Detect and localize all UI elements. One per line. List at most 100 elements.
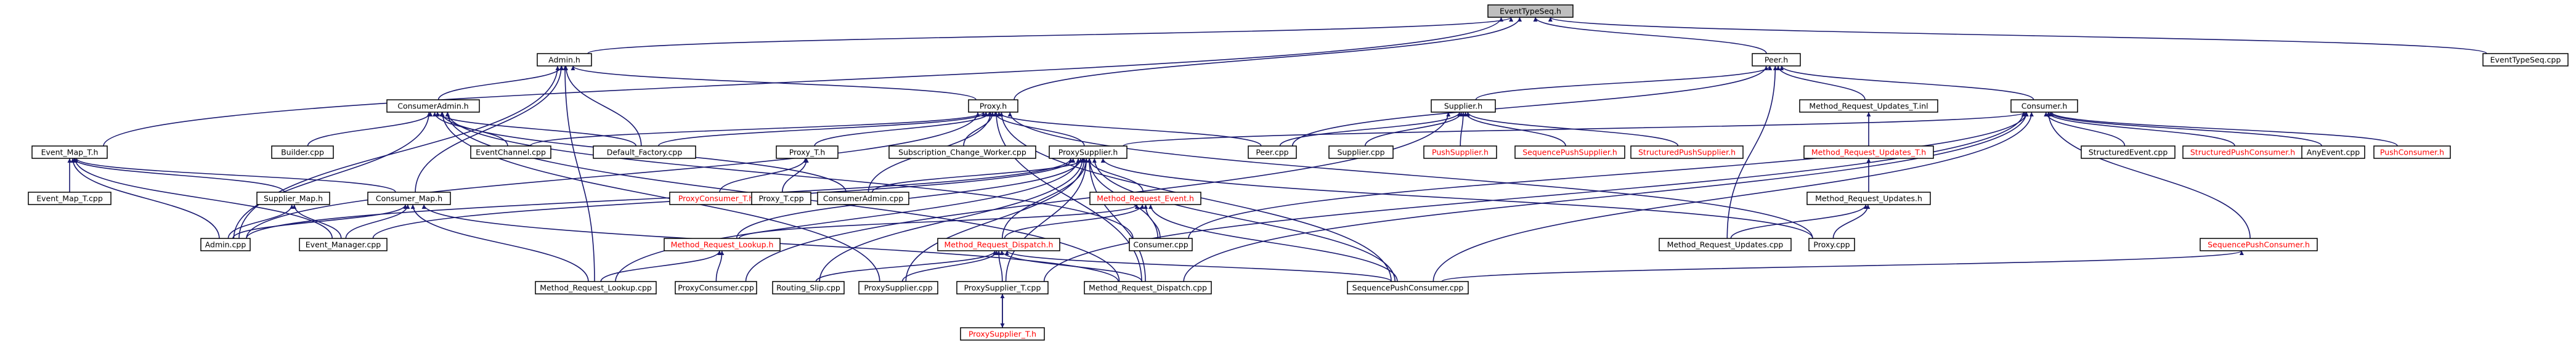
- file-node-mru-h[interactable]: Method_Request_Updates.h: [1806, 192, 1931, 205]
- file-node-box: [1248, 145, 1297, 159]
- file-node-sequencepushconsumer-cpp[interactable]: SequencePushConsumer.cpp: [1347, 281, 1469, 294]
- file-node-admin-h[interactable]: Admin.h: [537, 53, 592, 67]
- file-node-event-manager-cpp[interactable]: Event_Manager.cpp: [299, 238, 388, 251]
- file-node-label: EventTypeSeq.h: [1500, 7, 1561, 16]
- file-node-consumeradmin-h[interactable]: ConsumerAdmin.h: [386, 99, 480, 113]
- file-node-anyevent-cpp[interactable]: AnyEvent.cpp: [2301, 145, 2365, 159]
- file-node-box: [470, 145, 551, 159]
- file-node-label: Supplier.h: [1444, 102, 1482, 111]
- file-node-proxy-t-cpp[interactable]: Proxy_T.cpp: [751, 192, 811, 205]
- include-edge: [1183, 112, 2029, 282]
- file-node-mr-lookup-cpp[interactable]: Method_Request_Lookup.cpp: [535, 281, 657, 294]
- file-node-proxy-cpp[interactable]: Proxy.cpp: [1808, 238, 1855, 251]
- file-node-consumeradmin-cpp[interactable]: ConsumerAdmin.cpp: [817, 192, 909, 205]
- file-node-label: Method_Request_Dispatch.h: [945, 240, 1054, 250]
- file-node-supplier-h[interactable]: Supplier.h: [1431, 99, 1496, 113]
- include-edge: [71, 158, 285, 193]
- include-edge: [901, 250, 999, 282]
- file-node-box: [537, 53, 592, 67]
- file-node-mr-event-h[interactable]: Method_Request_Event.h: [1089, 192, 1201, 205]
- file-node-peer-h[interactable]: Peer.h: [1752, 53, 1801, 67]
- file-node-mr-dispatch-cpp[interactable]: Method_Request_Dispatch.cpp: [1084, 281, 1212, 294]
- file-node-eventchannel-cpp[interactable]: EventChannel.cpp: [470, 145, 551, 159]
- include-edge: [1014, 17, 1522, 100]
- file-node-label: Method_Request_Event.h: [1097, 194, 1194, 203]
- file-node-ets-h[interactable]: EventTypeSeq.h: [1487, 4, 1574, 18]
- file-node-box: [675, 281, 757, 294]
- file-node-proxy-h[interactable]: Proxy.h: [968, 99, 1018, 113]
- file-node-label: Builder.cpp: [281, 148, 324, 157]
- file-node-structuredpushconsumer-h[interactable]: StructuredPushConsumer.h: [2182, 145, 2303, 159]
- include-edge: [1475, 65, 1773, 100]
- file-node-label: StructuredPushSupplier.h: [1638, 148, 1736, 157]
- file-node-proxysupplier-t-h[interactable]: ProxySupplier_T.h: [960, 327, 1045, 341]
- file-node-box: [1514, 145, 1625, 159]
- file-node-box: [1808, 238, 1855, 251]
- include-edge: [1188, 112, 2029, 239]
- file-node-label: Default_Factory.cpp: [607, 148, 683, 157]
- include-edge: [996, 250, 1003, 282]
- file-node-box: [1089, 192, 1201, 205]
- file-node-subscription-worker-cpp[interactable]: Subscription_Change_Worker.cpp: [888, 145, 1036, 159]
- file-node-label: Proxy.h: [980, 102, 1007, 111]
- file-node-proxysupplier-cpp[interactable]: ProxySupplier.cpp: [858, 281, 938, 294]
- file-node-supplier-cpp[interactable]: Supplier.cpp: [1328, 145, 1394, 159]
- file-node-label: Consumer.cpp: [1133, 240, 1188, 250]
- file-node-box: [1129, 238, 1193, 251]
- file-node-proxy-t-h[interactable]: Proxy_T.h: [776, 145, 839, 159]
- file-node-consumer-map-h[interactable]: Consumer_Map.h: [367, 192, 451, 205]
- file-node-label: Proxy.cpp: [1813, 240, 1850, 250]
- include-edge: [1087, 158, 1146, 282]
- include-edge: [1548, 17, 2487, 54]
- include-edge: [307, 112, 433, 147]
- file-node-mru-t-inl[interactable]: Method_Request_Updates_T.inl: [1799, 99, 1938, 113]
- file-node-box: [200, 238, 251, 251]
- file-node-label: Method_Request_Dispatch.cpp: [1089, 283, 1207, 293]
- include-edge: [445, 112, 1134, 239]
- include-edge: [1043, 112, 2026, 282]
- file-node-consumer-cpp[interactable]: Consumer.cpp: [1129, 238, 1193, 251]
- include-edge: [1002, 158, 1089, 239]
- file-node-ets-cpp[interactable]: EventTypeSeq.cpp: [2482, 53, 2569, 67]
- file-node-sequencepushconsumer-h[interactable]: SequencePushConsumer.h: [2200, 238, 2318, 251]
- file-node-label: ProxySupplier_T.h: [969, 330, 1036, 339]
- file-node-proxyconsumer-cpp[interactable]: ProxyConsumer.cpp: [675, 281, 757, 294]
- file-node-structuredevent-cpp[interactable]: StructuredEvent.cpp: [2081, 145, 2176, 159]
- file-node-pushsupplier-h[interactable]: PushSupplier.h: [1423, 145, 1497, 159]
- file-node-mru-t-h[interactable]: Method_Request_Updates_T.h: [1803, 145, 1934, 159]
- file-node-eventmap-t-cpp[interactable]: Event_Map_T.cpp: [28, 192, 112, 205]
- file-node-mru-cpp[interactable]: Method_Request_Updates.cpp: [1659, 238, 1792, 251]
- file-node-default-factory-cpp[interactable]: Default_Factory.cpp: [593, 145, 696, 159]
- include-edge: [410, 204, 589, 282]
- file-node-box: [367, 192, 451, 205]
- file-node-supplier-map-h[interactable]: Supplier_Map.h: [256, 192, 330, 205]
- include-edge: [345, 204, 410, 239]
- include-edge: [2047, 112, 2323, 147]
- include-edge: [1144, 204, 1161, 239]
- file-node-proxysupplier-h[interactable]: ProxySupplier.h: [1049, 145, 1128, 159]
- file-node-builder-cpp[interactable]: Builder.cpp: [271, 145, 334, 159]
- file-node-routing-slip-cpp[interactable]: Routing_Slip.cpp: [772, 281, 845, 294]
- include-edge: [1123, 112, 2028, 147]
- include-edge: [73, 158, 333, 239]
- include-edge: [999, 250, 1143, 282]
- file-node-box: [937, 238, 1060, 251]
- file-node-box: [2010, 99, 2078, 113]
- file-node-mr-dispatch-h[interactable]: Method_Request_Dispatch.h: [937, 238, 1060, 251]
- file-node-mr-lookup-h[interactable]: Method_Request_Lookup.h: [664, 238, 781, 251]
- file-node-proxysupplier-t-cpp[interactable]: ProxySupplier_T.cpp: [956, 281, 1049, 294]
- file-node-eventmap-t-h[interactable]: Event_Map_T.h: [31, 145, 108, 159]
- file-node-proxyconsumer-t-h[interactable]: ProxyConsumer_T.h: [669, 192, 763, 205]
- file-node-admin-cpp[interactable]: Admin.cpp: [200, 238, 251, 251]
- file-node-pushconsumer-h[interactable]: PushConsumer.h: [2373, 145, 2451, 159]
- file-node-label: Peer.h: [1765, 55, 1788, 65]
- include-edge: [1100, 158, 1813, 239]
- file-node-box: [968, 99, 1018, 113]
- file-node-consumer-h[interactable]: Consumer.h: [2010, 99, 2078, 113]
- file-node-peer-cpp[interactable]: Peer.cpp: [1248, 145, 1297, 159]
- file-node-structuredpushsupplier-h[interactable]: StructuredPushSupplier.h: [1630, 145, 1744, 159]
- file-node-sequencepushsupplier-h[interactable]: SequencePushSupplier.h: [1514, 145, 1625, 159]
- file-node-box: [31, 145, 108, 159]
- include-edge: [2044, 112, 2126, 147]
- include-edge: [719, 158, 808, 193]
